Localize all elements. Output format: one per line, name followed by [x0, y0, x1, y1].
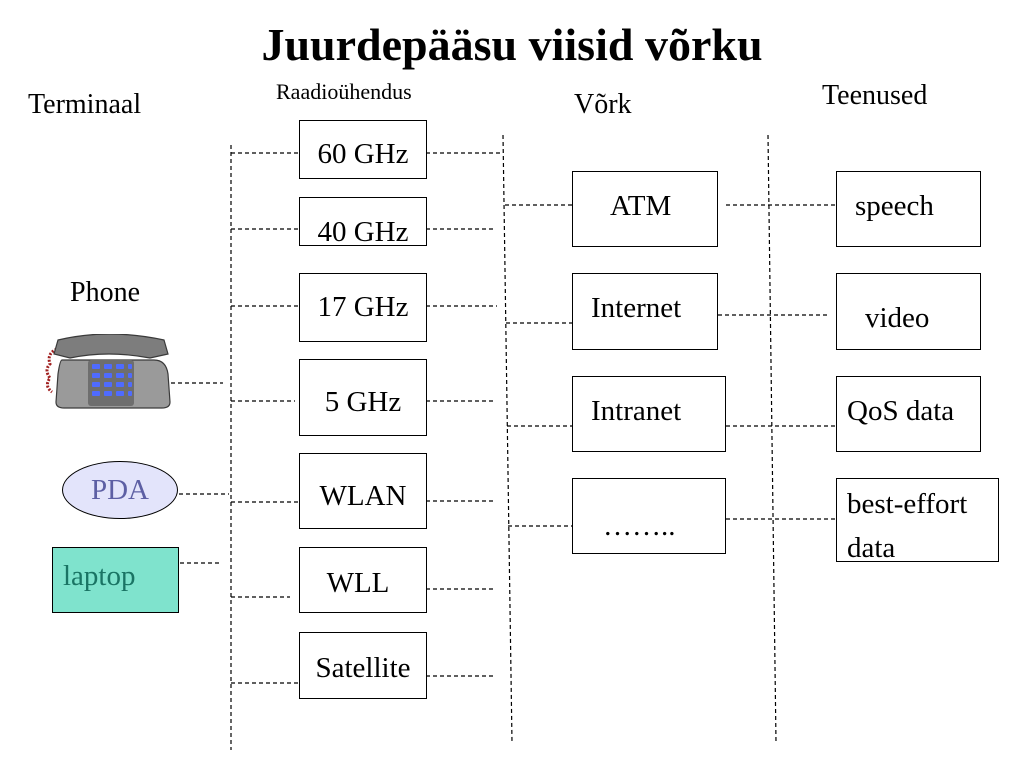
radio-box-wll: WLL: [299, 547, 427, 613]
network-label: Intranet: [591, 395, 682, 427]
radio-box-wlan: WLAN: [299, 453, 427, 529]
radio-box-satellite: Satellite: [299, 632, 427, 699]
service-label: best-effort: [847, 488, 968, 520]
network-bus-line: [502, 134, 513, 743]
heading-network: Võrk: [574, 89, 632, 120]
network-box-atm: ATM: [572, 171, 718, 247]
radio-label: WLAN: [319, 480, 407, 512]
network-box-ellipsis: ……..: [572, 478, 726, 554]
heading-terminal: Terminaal: [28, 89, 142, 120]
radio-label: 40 GHz: [317, 216, 409, 248]
service-label: data: [847, 532, 896, 564]
service-label: QoS data: [847, 395, 955, 427]
radio-box-40ghz: 40 GHz: [299, 197, 427, 248]
service-label: speech: [855, 190, 934, 222]
laptop-label: laptop: [63, 560, 136, 592]
heading-radio: Raadioühendus: [276, 79, 412, 104]
radio-label: WLL: [326, 567, 390, 599]
telephone-icon: [45, 334, 171, 409]
pda-label: PDA: [90, 474, 149, 506]
radio-box-17ghz: 17 GHz: [299, 273, 427, 342]
radio-label: 17 GHz: [317, 291, 409, 323]
laptop-node: laptop: [52, 547, 179, 613]
pda-node: PDA: [62, 461, 178, 519]
network-label: ATM: [610, 190, 672, 222]
service-label: video: [865, 302, 930, 334]
service-box-qos-data: QoS data: [836, 376, 981, 452]
network-box-intranet: Intranet: [572, 376, 726, 452]
network-box-internet: Internet: [572, 273, 718, 350]
service-box-speech: speech: [836, 171, 981, 247]
heading-services: Teenused: [822, 80, 928, 111]
radio-box-60ghz: 60 GHz: [299, 120, 427, 179]
page-title: Juurdepääsu viisid võrku: [261, 19, 763, 70]
service-box-best-effort-data: best-effort data: [836, 478, 999, 564]
radio-label: 60 GHz: [317, 138, 409, 170]
service-box-video: video: [836, 273, 981, 350]
phone-label: Phone: [70, 277, 140, 308]
radio-box-5ghz: 5 GHz: [299, 359, 427, 436]
radio-label: 5 GHz: [324, 386, 402, 418]
radio-label: Satellite: [315, 652, 411, 684]
network-label: Internet: [591, 292, 682, 324]
network-label: ……..: [603, 510, 676, 542]
service-bus-line: [767, 134, 777, 743]
